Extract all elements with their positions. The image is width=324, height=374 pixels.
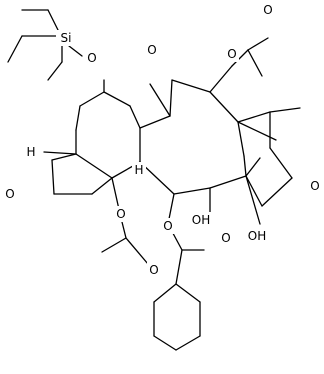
- label-bg: [145, 42, 159, 58]
- bond: [245, 175, 261, 225]
- label-bg: [132, 162, 146, 178]
- atom-h-left: H: [26, 145, 35, 159]
- label-bg: [308, 178, 322, 194]
- atom-o-silyl: O: [87, 51, 96, 65]
- bond: [247, 49, 263, 77]
- bond: [169, 79, 173, 117]
- bond: [125, 237, 149, 265]
- atom-o-acetate-top-ester: O: [227, 47, 236, 61]
- bond: [247, 37, 269, 51]
- bond: [237, 121, 245, 157]
- hydroxyls: [209, 175, 261, 225]
- bond: [245, 157, 261, 177]
- bond: [68, 45, 83, 57]
- bond: [243, 155, 247, 177]
- bond: [75, 153, 113, 179]
- ring-b: [139, 79, 277, 195]
- top-acetate: [209, 37, 269, 93]
- oxetane-ring: [43, 151, 113, 195]
- atom-o-ketone-right: O: [310, 179, 319, 193]
- bond: [175, 249, 183, 285]
- atom-oh-right: OH: [248, 229, 266, 243]
- c-ring-and-substituents: [237, 107, 301, 207]
- bond: [149, 83, 171, 117]
- bond: [47, 61, 63, 81]
- atom-o-acetate-top-carbonyl: O: [263, 3, 272, 17]
- bond: [51, 153, 77, 161]
- atom-si: Si: [61, 31, 72, 45]
- atom-labels: Si O O O O O H H O O O O OH OH O: [3, 2, 322, 278]
- atom-o-acetate-bottom-ester: O: [116, 207, 125, 221]
- label-bg: [3, 186, 17, 202]
- atom-o-benzoate-ester: O: [163, 219, 172, 233]
- bond: [175, 335, 201, 351]
- bond: [43, 151, 77, 155]
- atom-h-center: H: [134, 163, 143, 177]
- bond: [209, 65, 233, 93]
- atom-oh-left: OH: [192, 213, 210, 227]
- bond: [237, 111, 271, 123]
- bond: [261, 177, 293, 207]
- bond: [231, 49, 249, 67]
- bond: [245, 175, 263, 207]
- bond: [153, 283, 177, 303]
- label-bg: [114, 206, 128, 222]
- bond: [103, 91, 131, 107]
- triethylsilyl-group: [7, 9, 83, 81]
- atom-o-ketone-top: O: [147, 43, 156, 57]
- atom-o-benzoate-carbonyl: O: [221, 231, 230, 245]
- bond: [209, 91, 239, 123]
- label-bg: [161, 218, 175, 234]
- bond: [173, 187, 211, 195]
- bond: [269, 107, 301, 113]
- label-bg: [261, 2, 275, 18]
- label-bg: [225, 46, 239, 62]
- bond: [101, 237, 127, 253]
- label-bg: [24, 144, 38, 160]
- bond: [51, 159, 55, 195]
- bond: [129, 105, 141, 129]
- label-bg: [56, 30, 76, 46]
- label-bg: [85, 50, 99, 66]
- bond: [7, 35, 23, 63]
- atom-o-acetate-bottom-carbonyl: O: [149, 263, 158, 277]
- ring-a: [75, 79, 141, 179]
- label-bg: [147, 262, 161, 278]
- label-bg: [219, 230, 233, 246]
- bond: [79, 91, 105, 107]
- label-bg: [190, 212, 212, 228]
- bond: [209, 175, 247, 189]
- atom-o-oxetane: O: [5, 187, 14, 201]
- bond: [75, 105, 81, 131]
- bond: [269, 147, 293, 179]
- label-bg: [246, 228, 268, 244]
- bond: [171, 79, 211, 93]
- bond: [91, 177, 113, 195]
- bond: [153, 335, 177, 351]
- bond: [139, 115, 171, 129]
- bond: [175, 283, 201, 303]
